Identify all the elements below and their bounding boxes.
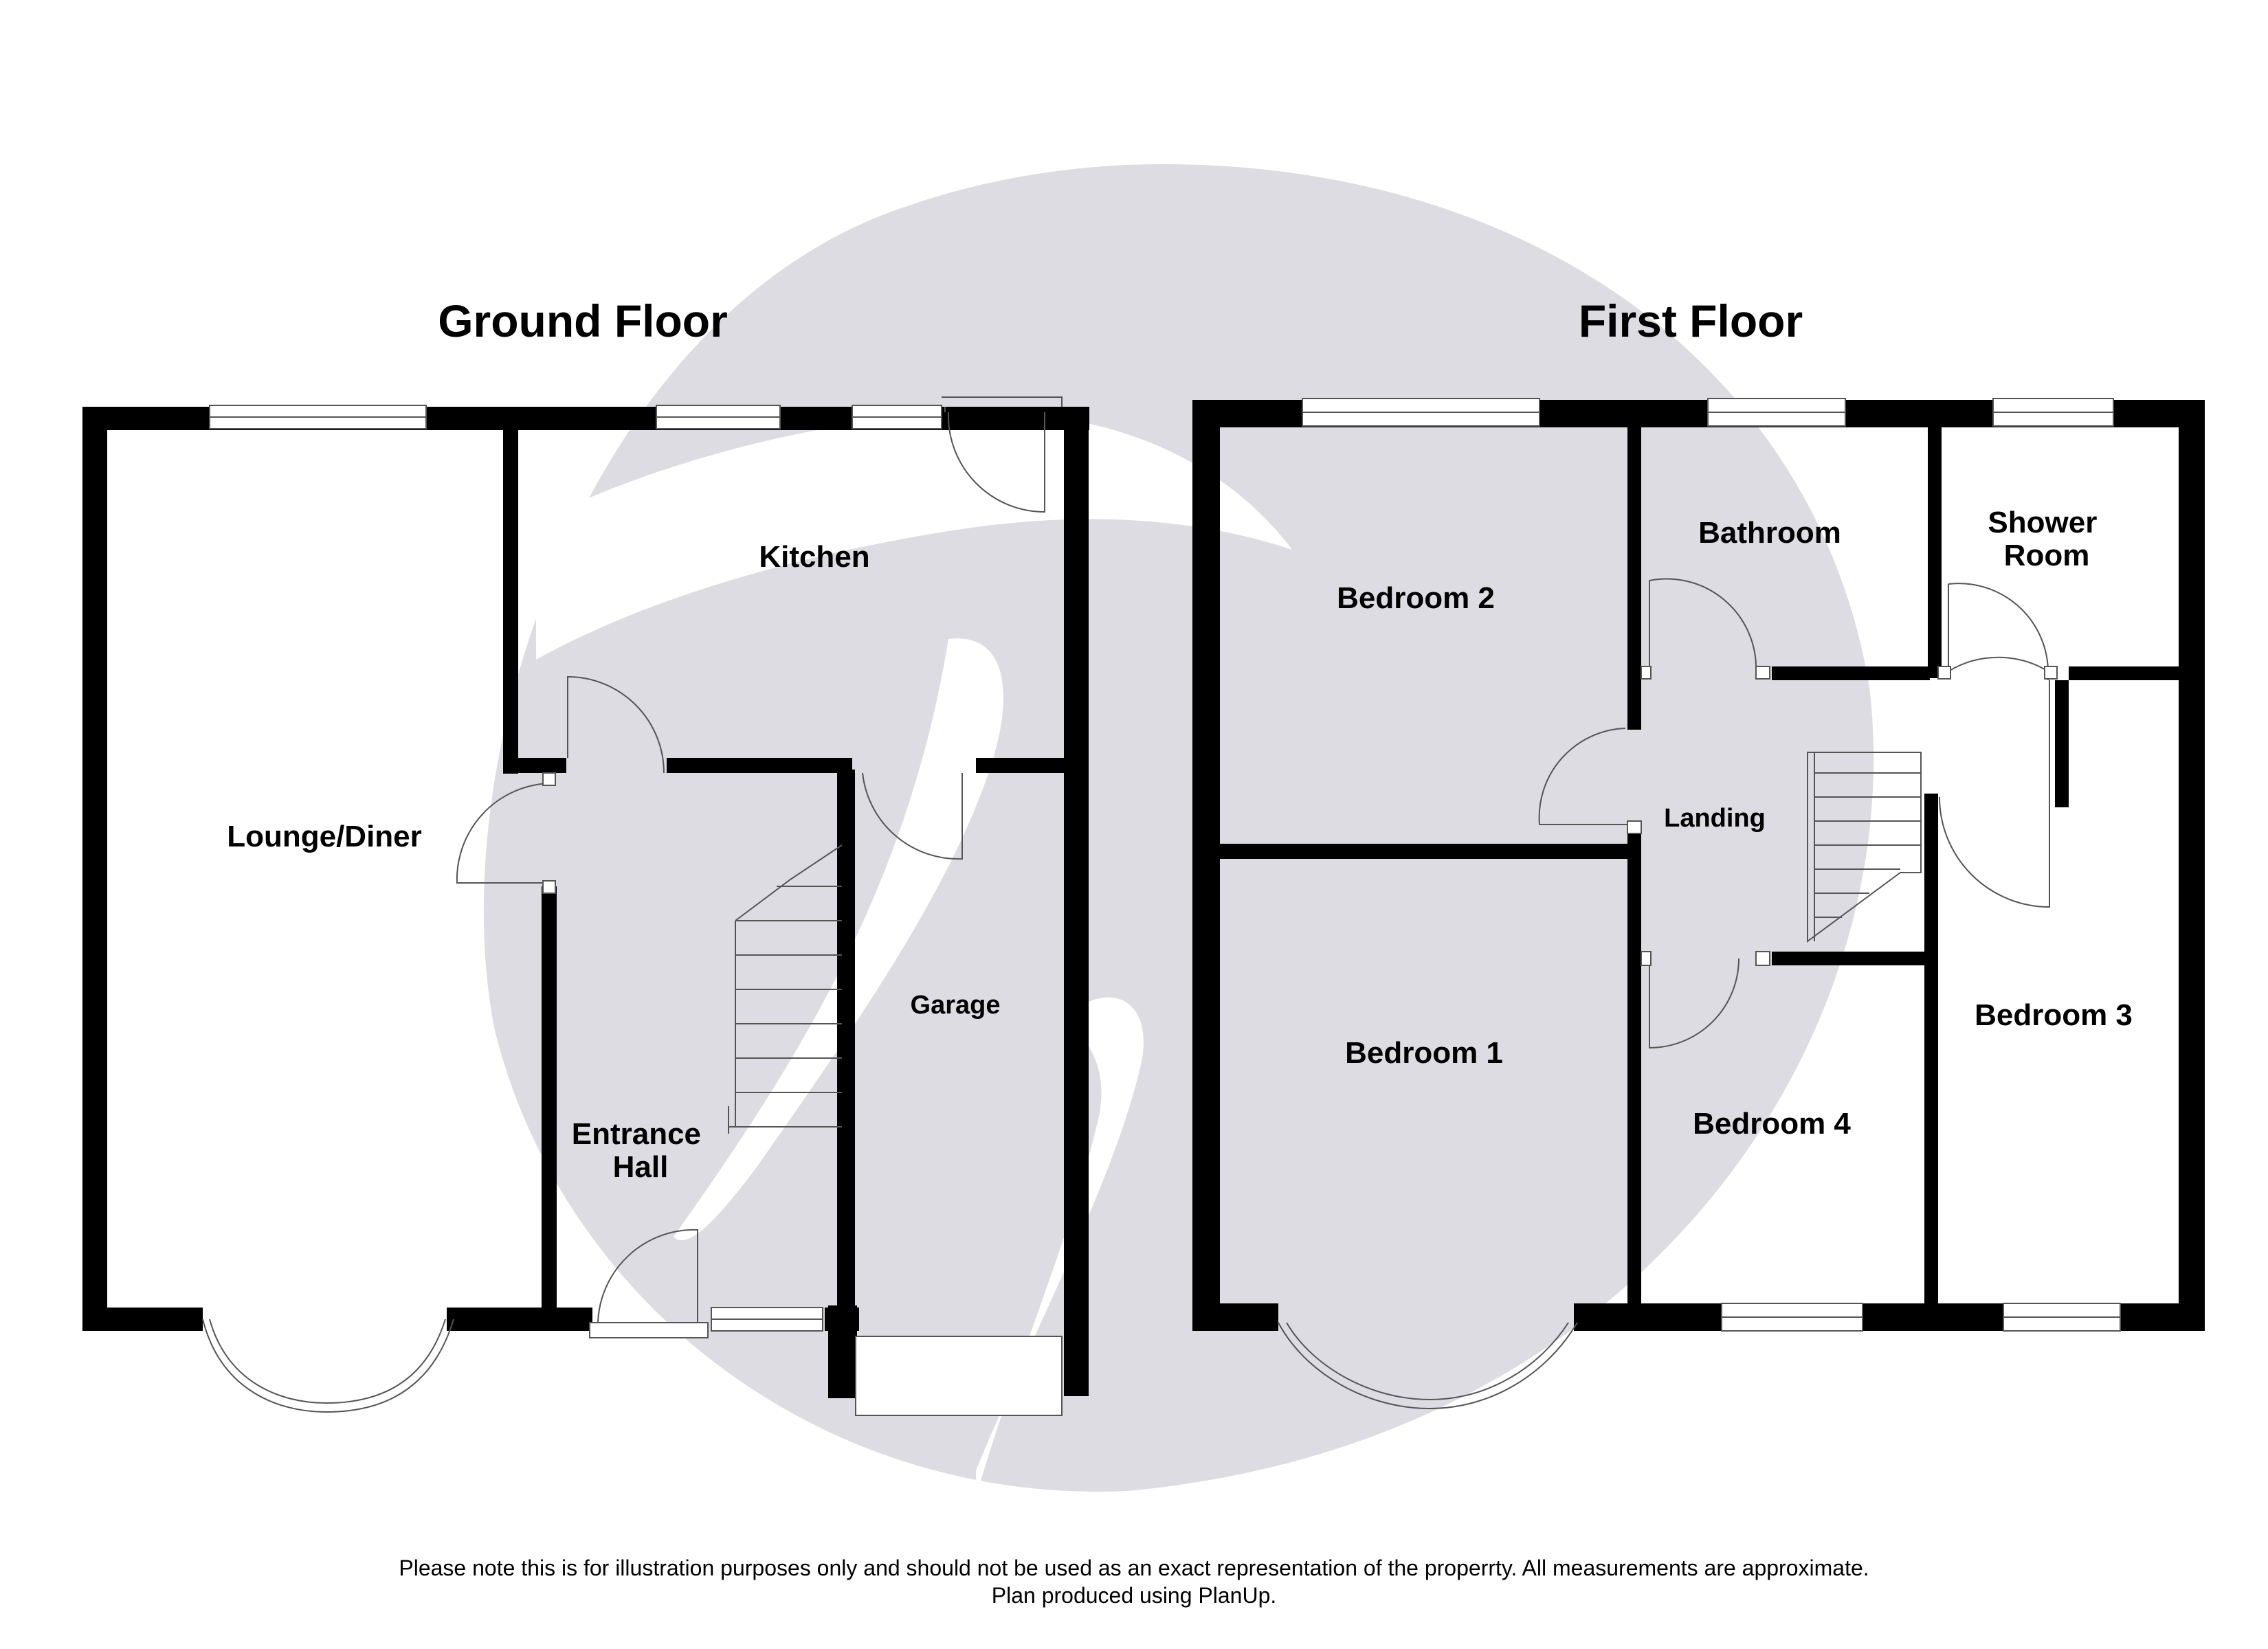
room-label-bathroom: Bathroom [1698,516,1841,550]
wall [447,1308,592,1331]
bay-window [202,1319,454,1413]
door-bathroom [1649,578,1757,672]
wall [976,758,1065,773]
wall [1863,1303,2003,1331]
door-garage [862,772,963,860]
garage-door [855,1336,1063,1416]
room-label-entrance-hall: Entrance Hall [572,1117,710,1184]
wall [503,430,518,774]
wall [667,758,852,773]
wall [1064,407,1089,1396]
room-label-bedroom-3: Bedroom 3 [1975,998,2133,1032]
wall [1220,844,1632,859]
ground-floor-plan: Ground Floor Kitchen Lounge/Diner Garage… [82,295,1089,1416]
room-label-bedroom-2: Bedroom 2 [1337,581,1495,615]
door-bedroom-2 [1538,728,1629,825]
wall [1928,427,1942,678]
wall [1574,1303,1722,1331]
disclaimer-line-2: Plan produced using PlanUp. [991,1583,1277,1608]
staircase [1807,752,1922,943]
room-label-garage: Garage [911,991,1001,1020]
wall [2120,1303,2203,1331]
wall [1192,400,1220,1331]
room-label-kitchen: Kitchen [759,540,869,574]
wall [1924,794,1938,1305]
door-front [597,1229,698,1323]
wall [1627,427,1641,730]
wall [2179,400,2205,1331]
staircase [728,844,843,1134]
wall [1772,952,1926,965]
wall [2069,666,2180,680]
floor-title-ground: Ground Floor [438,295,728,346]
wall [1772,666,1930,680]
wall [542,886,557,1309]
door-kitchen-exterior [947,412,1045,513]
door-bedroom-4 [1649,958,1739,1049]
wall [2055,680,2069,807]
door-shower-room [1948,656,2049,680]
wall [1192,1303,1278,1331]
door-bedroom-3 [1939,680,2050,908]
room-label-landing: Landing [1664,804,1766,833]
door [942,396,1063,412]
disclaimer: Please note this is for illustration pur… [0,1554,2268,1609]
wall [82,1308,203,1331]
bay-window [1278,1322,1578,1410]
room-label-shower-room: Shower Room [1988,506,2105,572]
door-lounge [456,783,551,884]
wall [82,407,107,1331]
room-label-lounge-diner: Lounge/Diner [227,820,422,853]
wall [828,1305,857,1398]
disclaimer-line-1: Please note this is for illustration pur… [399,1556,1869,1580]
room-label-bedroom-1: Bedroom 1 [1345,1036,1503,1070]
wall [837,770,855,1309]
door-kitchen [567,675,665,774]
wall [503,758,566,773]
wall [1627,831,1641,1305]
room-label-bedroom-4: Bedroom 4 [1693,1107,1851,1141]
floor-title-first: First Floor [1579,295,1803,346]
watermark-logo [483,164,1874,1498]
first-floor-plan: First Floor Bedroom 2 Bathroom Shower Ro… [1192,295,2205,1410]
